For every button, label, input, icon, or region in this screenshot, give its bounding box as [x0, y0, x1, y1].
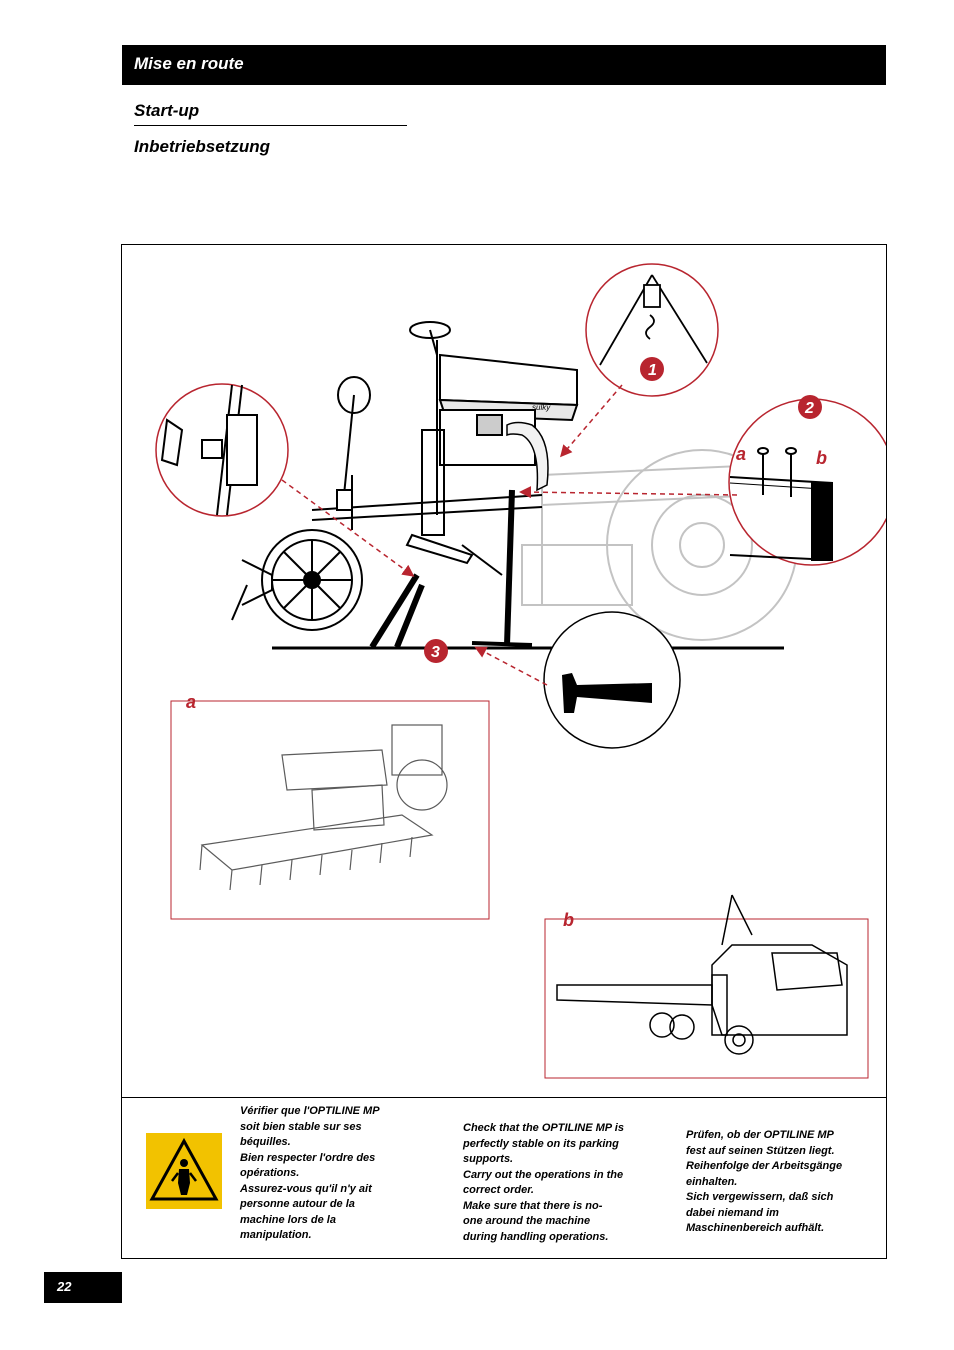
- warning-text-german: Prüfen, ob der OPTILINE MP fest auf sein…: [686, 1129, 843, 1234]
- caution-person-icon: [146, 1133, 222, 1209]
- seed-drill-drawing: [199, 724, 448, 891]
- svg-text:1: 1: [648, 362, 657, 379]
- warning-text-english: Check that the OPTILINE MP is perfectly …: [463, 1122, 624, 1243]
- callout-3: 3: [424, 639, 448, 663]
- panel-a-frame: [170, 700, 490, 920]
- left-marker: [336, 376, 371, 511]
- packer-roller: [231, 529, 363, 631]
- leader-1: [560, 384, 623, 458]
- brand-mark: sulky: [532, 403, 551, 412]
- callout-2: 2: [798, 395, 822, 419]
- seed-tube: [506, 421, 549, 492]
- svg-text:3: 3: [431, 644, 440, 661]
- subtitle-german: Inbetriebsetzung: [134, 137, 271, 156]
- startup-illustration: sulky: [155, 263, 886, 1079]
- detail-label-b: b: [816, 448, 827, 468]
- panel-b-frame: [544, 918, 869, 1079]
- marker-mast: [409, 321, 451, 515]
- seed-hopper: sulky: [438, 353, 579, 466]
- section-title: Mise en route: [134, 54, 244, 73]
- page-number: 22: [57, 1279, 72, 1294]
- panel-b-label: b: [563, 910, 574, 930]
- subtitle-rule: [134, 125, 407, 126]
- tractor-outline: [521, 449, 798, 641]
- warning-divider: [121, 1097, 887, 1098]
- subtitle-english: Start-up: [134, 101, 200, 120]
- parking-supports: [369, 489, 533, 649]
- section-header: Mise en route: [122, 45, 886, 85]
- panel-a-label: a: [186, 692, 196, 712]
- detail-circle-1: [585, 263, 719, 397]
- detail-circle-3: [543, 611, 681, 749]
- leader-3: [474, 646, 548, 686]
- warning-text-french: Vérifier que l'OPTILINE MP soit bien sta…: [240, 1105, 380, 1241]
- figure-frame: [121, 244, 887, 1259]
- page-number-box: 22: [44, 1272, 122, 1303]
- detail-label-a: a: [736, 444, 746, 464]
- truck-drawing: [556, 894, 848, 1055]
- svg-text:2: 2: [804, 400, 814, 417]
- callout-1: 1: [640, 357, 664, 381]
